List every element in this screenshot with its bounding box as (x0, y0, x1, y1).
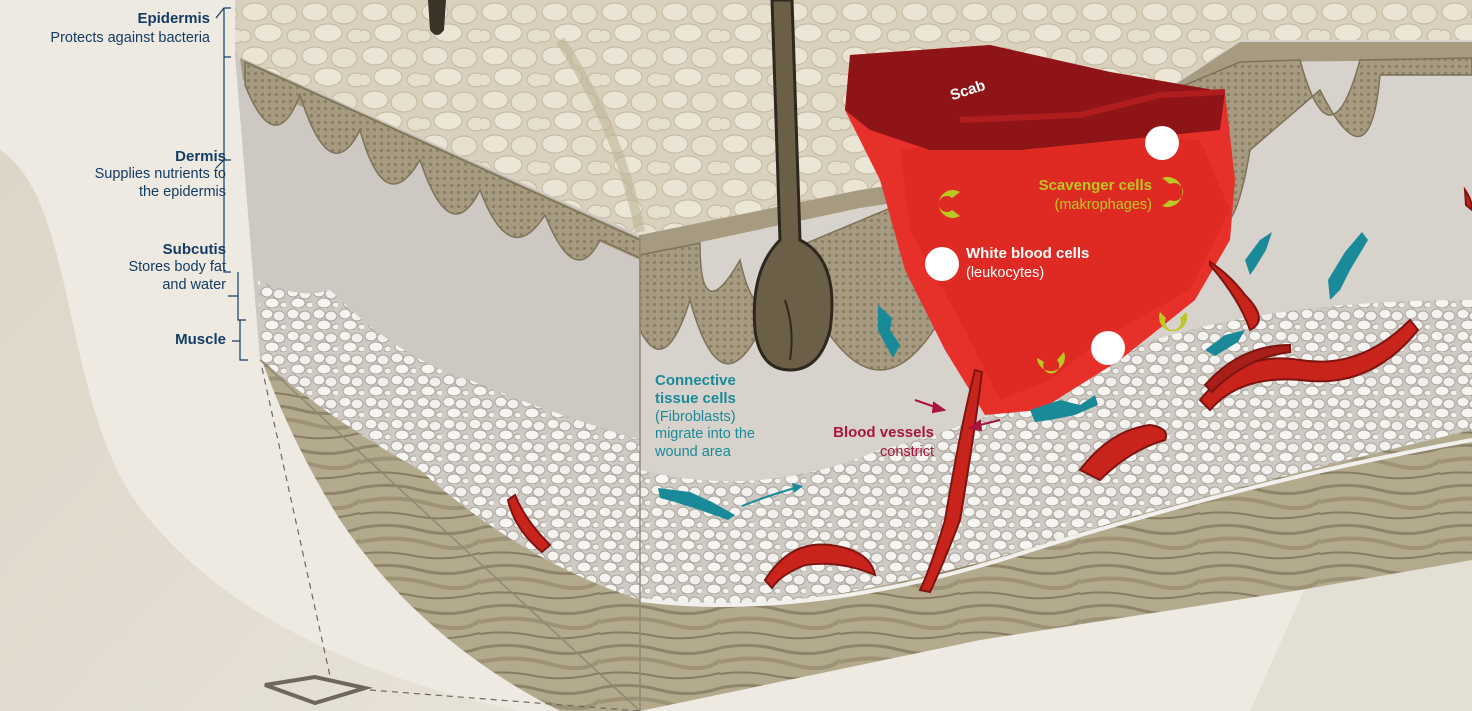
connective-tissue-desc-2: wound area (655, 444, 795, 462)
dermis-description-1: Supplies nutrients to (40, 166, 226, 184)
connective-tissue-name-1: Connective (655, 372, 795, 390)
connective-tissue-alt: (Fibroblasts) (655, 409, 795, 427)
scavenger-cells-alt: (makrophages) (1054, 197, 1152, 213)
blood-vessels-desc: constrict (880, 444, 934, 460)
subcutis-description-1: Stores body fat (40, 259, 226, 277)
blood-vessels-name: Blood vessels (780, 424, 934, 442)
epidermis-label: Epidermis Protects against bacteria (10, 10, 210, 48)
white-blood-cells-alt: (leukocytes) (966, 265, 1044, 281)
connective-tissue-cells-label: Connective tissue cells (Fibroblasts) mi… (655, 372, 795, 462)
muscle-name: Muscle (60, 331, 226, 349)
dermis-name: Dermis (40, 148, 226, 166)
scavenger-cells-label: Scavenger cells (makrophages) (1000, 177, 1152, 215)
dermis-description-2: the epidermis (40, 184, 226, 202)
epidermis-description: Protects against bacteria (50, 30, 210, 46)
connective-tissue-name-2: tissue cells (655, 390, 795, 408)
epidermis-name: Epidermis (10, 10, 210, 28)
subcutis-description-2: and water (40, 277, 226, 295)
subcutis-label: Subcutis Stores body fat and water (40, 241, 226, 295)
muscle-label: Muscle (60, 331, 226, 349)
subcutis-name: Subcutis (40, 241, 226, 259)
dermis-label: Dermis Supplies nutrients to the epiderm… (40, 148, 226, 202)
connective-tissue-desc-1: migrate into the (655, 426, 795, 444)
blood-vessels-label: Blood vessels constrict (780, 424, 934, 462)
white-blood-cells-label: White blood cells (leukocytes) (966, 245, 1136, 283)
white-blood-cells-name: White blood cells (966, 245, 1136, 263)
scavenger-cells-name: Scavenger cells (1000, 177, 1152, 195)
